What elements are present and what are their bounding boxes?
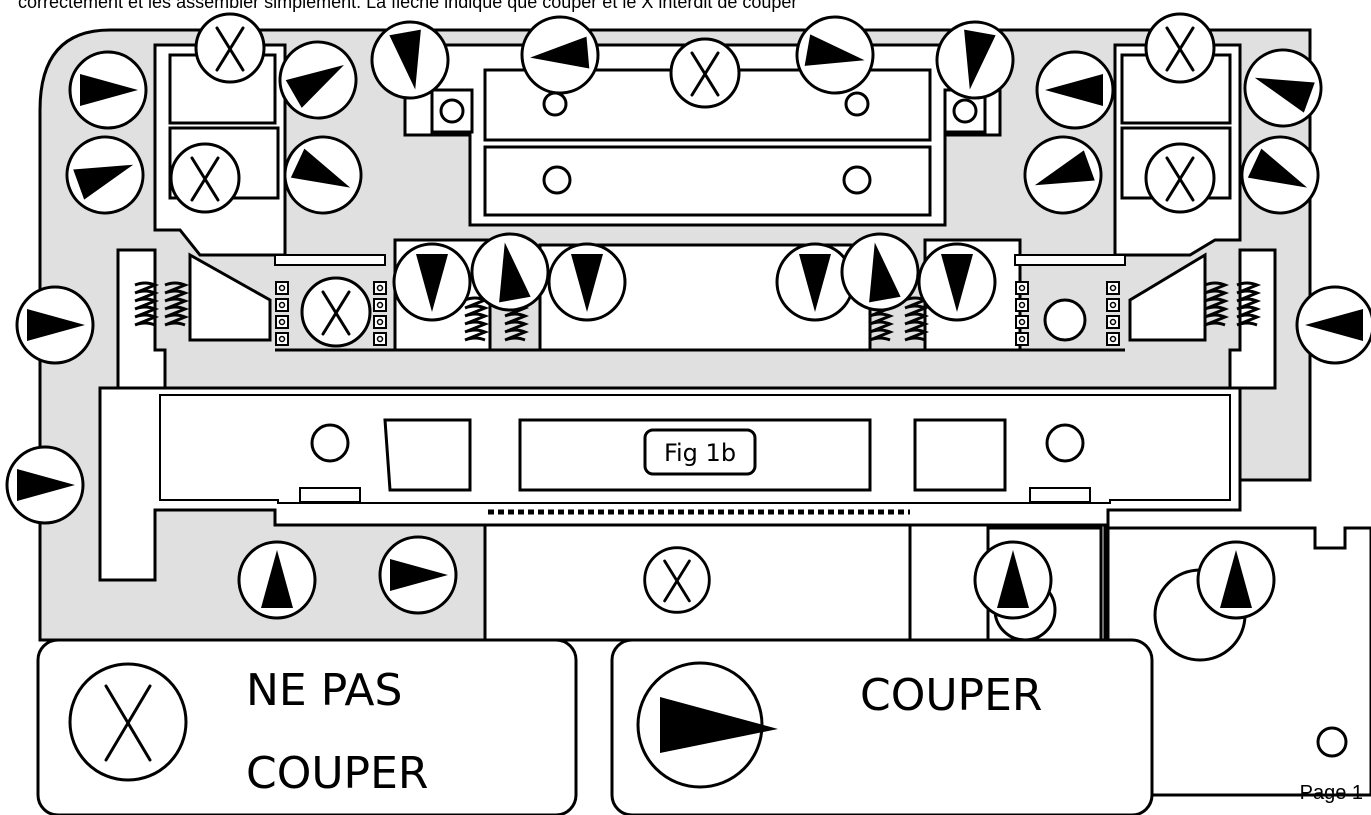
cut-marker: [68, 50, 148, 130]
cut-marker: [378, 535, 458, 615]
no-cut-marker: [669, 37, 741, 109]
legend-no-cut-line2: COUPER: [246, 748, 428, 799]
cut-arrow-icon: [636, 661, 778, 789]
legend-no-cut-line1: NE PAS: [246, 665, 402, 716]
cut-marker: [237, 540, 317, 620]
cut-marker: [1295, 285, 1371, 365]
no-cut-marker: [643, 546, 711, 614]
cut-marker: [775, 242, 855, 322]
header-text: correctement et les assembler simplement…: [18, 0, 798, 12]
cut-marker: [1035, 50, 1115, 130]
cut-marker: [15, 285, 95, 365]
no-cut-marker: [1144, 12, 1216, 84]
legend-cut-label: COUPER: [860, 670, 1042, 721]
cut-marker: [392, 242, 472, 322]
cut-marker: [547, 242, 627, 322]
fig-label-box: [643, 428, 757, 476]
no-cut-marker: [300, 276, 372, 348]
no-cut-marker: [169, 142, 241, 214]
cut-marker: [1196, 540, 1276, 620]
no-cut-x-icon: [68, 662, 188, 782]
cut-marker: [917, 242, 997, 322]
no-cut-marker: [194, 12, 266, 84]
cut-marker: [973, 540, 1053, 620]
page-number: Page 1: [1299, 782, 1363, 804]
cut-marker: [5, 445, 85, 525]
fig-label: Fig 1b: [664, 439, 736, 467]
no-cut-marker: [1144, 142, 1216, 214]
